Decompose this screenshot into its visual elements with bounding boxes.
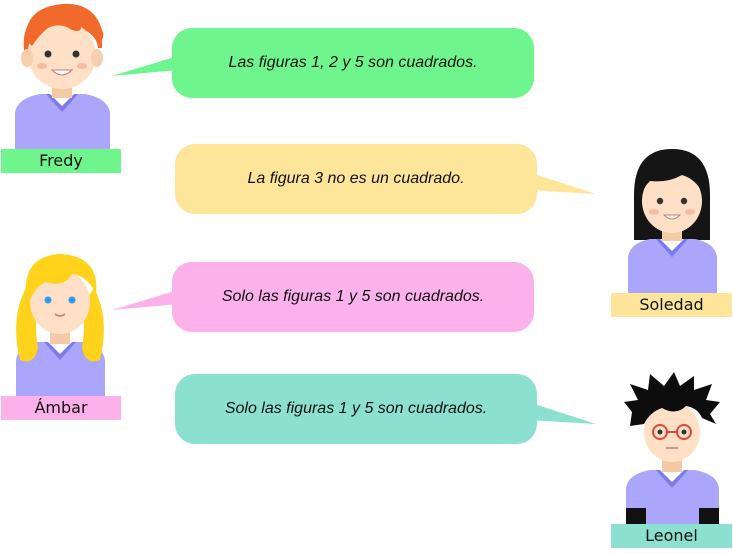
ambar-avatar — [8, 248, 113, 398]
soledad-name: Soledad — [639, 295, 704, 314]
speech-bubble-leonel: Solo las figuras 1 y 5 son cuadrados. — [175, 374, 537, 444]
leonel-avatar — [620, 372, 725, 524]
ambar-name: Ámbar — [34, 398, 88, 417]
fredy-name: Fredy — [39, 151, 83, 170]
fredy-avatar — [10, 0, 115, 150]
leonel-name: Leonel — [645, 526, 698, 545]
fredy-name-tag: Fredy — [1, 149, 121, 173]
leonel-name-tag: Leonel — [611, 524, 732, 548]
speech-bubble-ambar: Solo las figuras 1 y 5 son cuadrados. — [172, 262, 534, 332]
bubble-fredy-text: Las figuras 1, 2 y 5 son cuadrados. — [228, 54, 478, 71]
bubble-leonel-text: Solo las figuras 1 y 5 son cuadrados. — [224, 400, 488, 417]
speech-bubble-soledad: La figura 3 no es un cuadrado. — [175, 144, 537, 214]
ambar-name-tag: Ámbar — [1, 396, 121, 420]
bubble-ambar-text: Solo las figuras 1 y 5 son cuadrados. — [221, 288, 485, 305]
bubble-soledad-text: La figura 3 no es un cuadrado. — [247, 170, 465, 187]
soledad-avatar — [620, 145, 725, 295]
speech-bubble-fredy: Las figuras 1, 2 y 5 son cuadrados. — [172, 28, 534, 98]
soledad-name-tag: Soledad — [611, 293, 732, 317]
